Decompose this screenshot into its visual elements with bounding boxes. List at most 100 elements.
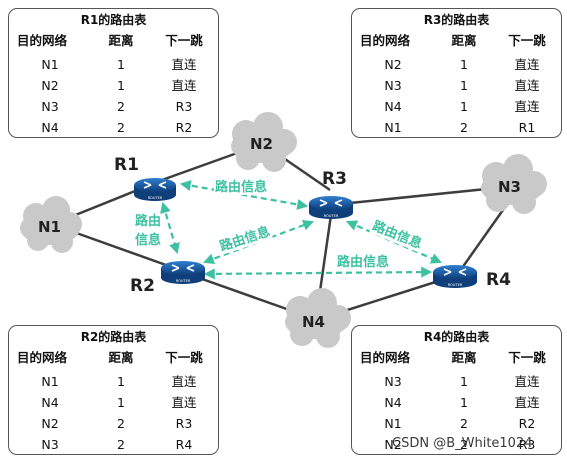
table-header: 目的网络 距离 下一跳: [9, 31, 218, 51]
table-row: N1 1 直连: [9, 372, 218, 392]
cell-dest: N2: [41, 416, 59, 431]
table-header: 目的网络 距离 下一跳: [9, 348, 218, 368]
cell-next-hop: 直连: [171, 57, 197, 72]
router-r4-icon: ROUTER: [433, 265, 477, 288]
cell-next-hop: R1: [518, 120, 536, 135]
link-n1-r2: [67, 228, 181, 272]
cell-next-hop: R3: [175, 99, 193, 114]
cell-dest: N4: [384, 99, 402, 114]
cell-dest: N2: [41, 78, 59, 93]
table-header: 目的网络 距离 下一跳: [352, 348, 561, 368]
router-label: ROUTER: [324, 214, 339, 218]
network-n4-label: N4: [302, 313, 325, 331]
cell-distance: 1: [117, 78, 125, 93]
network-n1-label: N1: [38, 218, 61, 236]
cell-next-hop: 直连: [171, 78, 197, 93]
exchange-label-r1-r2-line2: 信息: [134, 233, 163, 248]
table-title: R1的路由表: [80, 13, 147, 27]
table-row: N4 2 R2: [9, 118, 218, 138]
link-r1-n2: [161, 150, 241, 182]
table-row: N2 2 R3: [352, 435, 561, 455]
table-row: N2 1 直连: [9, 76, 218, 96]
network-n2-label: N2: [250, 135, 273, 153]
exchange-r2-r3: [202, 219, 315, 265]
cell-dest: N3: [41, 99, 59, 114]
cell-distance: 2: [117, 99, 125, 114]
routing-table-r3: R3的路由表 目的网络 距离 下一跳 N2 1 直连 N3 1 直连 N4 1 …: [351, 8, 562, 138]
header-distance: 距离: [451, 350, 477, 365]
cell-dest: N1: [41, 57, 59, 72]
cell-dest: N3: [384, 374, 402, 389]
exchange-label-r1-r3: 路由信息: [214, 180, 269, 195]
cell-dest: N3: [384, 78, 402, 93]
cell-distance: 1: [460, 57, 468, 72]
table-row: N2 1 直连: [352, 55, 561, 75]
cell-dest: N1: [384, 416, 402, 431]
header-distance: 距离: [108, 33, 134, 48]
router-r3-icon: ROUTER: [309, 196, 353, 219]
cloud-n3: [481, 154, 547, 214]
link-r2-n4: [187, 272, 299, 315]
watermark: CSDN @B_White1024: [392, 436, 533, 451]
header-next-hop: 下一跳: [165, 350, 203, 365]
router-r4-label: R4: [486, 270, 511, 290]
cell-next-hop: 直连: [514, 374, 540, 389]
cell-distance: 2: [460, 437, 468, 452]
router-r2-label: R2: [130, 276, 155, 296]
cell-distance: 2: [117, 416, 125, 431]
routing-table-r4: R4的路由表 目的网络 距离 下一跳 N3 1 直连 N4 1 直连 N1 2 …: [351, 325, 562, 455]
table-row: N4 1 直连: [9, 393, 218, 413]
router-label: ROUTER: [148, 196, 163, 200]
header-next-hop: 下一跳: [508, 33, 546, 48]
link-r3-n3: [349, 186, 497, 205]
table-title: R3的路由表: [423, 13, 490, 27]
table-row: N1 1 直连: [9, 55, 218, 75]
cell-next-hop: 直连: [514, 395, 540, 410]
cell-next-hop: 直连: [171, 395, 197, 410]
table-row: N2 2 R3: [9, 414, 218, 434]
cell-dest: N4: [41, 120, 59, 135]
table-row: N4 1 直连: [352, 393, 561, 413]
routing-table-r1: R1的路由表 目的网络 距离 下一跳 N1 1 直连 N2 1 直连 N3 2 …: [8, 8, 219, 138]
table-row: N1 2 R2: [352, 414, 561, 434]
header-dest: 目的网络: [17, 350, 68, 365]
exchange-r1-r2: [160, 201, 180, 255]
cell-dest: N1: [41, 374, 59, 389]
header-dest: 目的网络: [360, 33, 411, 48]
cloud-n4: [285, 288, 351, 348]
router-label: ROUTER: [448, 283, 463, 287]
header-next-hop: 下一跳: [165, 33, 203, 48]
cell-dest: N4: [41, 395, 59, 410]
cell-dest: N1: [384, 120, 402, 135]
table-row: N3 1 直连: [352, 372, 561, 392]
router-r1-icon: ROUTER: [134, 178, 176, 201]
cell-next-hop: R4: [175, 437, 193, 452]
header-dest: 目的网络: [17, 33, 68, 48]
cell-next-hop: 直连: [514, 78, 540, 93]
cell-distance: 2: [460, 416, 468, 431]
cell-next-hop: R3: [175, 416, 193, 431]
table-row: N3 1 直连: [352, 76, 561, 96]
header-distance: 距离: [108, 350, 134, 365]
table-row: N3 2 R4: [9, 435, 218, 455]
cell-next-hop: 直连: [514, 57, 540, 72]
cell-distance: 1: [117, 395, 125, 410]
cell-dest: N4: [384, 395, 402, 410]
cell-dest: N2: [384, 437, 402, 452]
header-distance: 距离: [451, 33, 477, 48]
table-title: R4的路由表: [423, 330, 490, 344]
network-n3-label: N3: [498, 178, 521, 196]
cell-distance: 1: [117, 57, 125, 72]
cloud-n1: [20, 196, 82, 253]
cell-distance: 2: [117, 120, 125, 135]
cell-next-hop: 直连: [514, 99, 540, 114]
cell-next-hop: R2: [518, 416, 536, 431]
link-n4-r4: [337, 276, 449, 315]
header-dest: 目的网络: [360, 350, 411, 365]
routing-table-r2: R2的路由表 目的网络 距离 下一跳 N1 1 直连 N4 1 直连 N2 2 …: [8, 325, 219, 455]
cell-distance: 1: [117, 374, 125, 389]
table-row: N3 2 R3: [9, 97, 218, 117]
table-header: 目的网络 距离 下一跳: [352, 31, 561, 51]
cell-distance: 2: [117, 437, 125, 452]
